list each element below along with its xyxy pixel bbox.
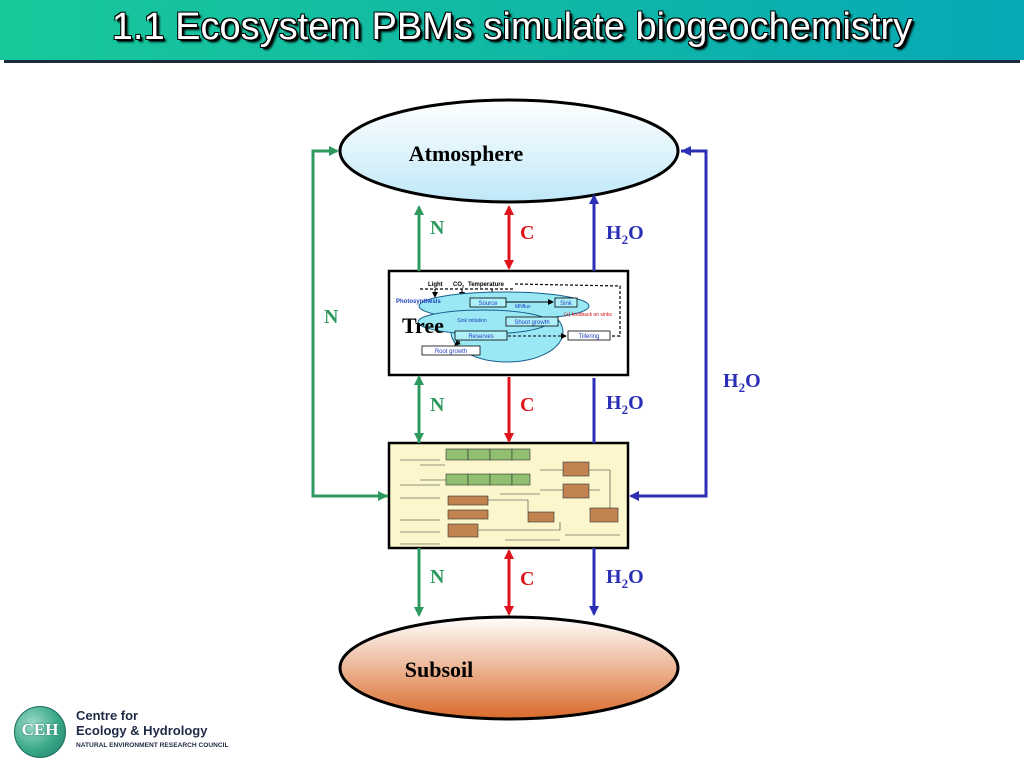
atmosphere-label: Atmosphere <box>409 141 524 166</box>
nitrogen-flows <box>311 146 424 617</box>
logo-line1: Centre for <box>76 708 139 723</box>
tree-model-root-growth: Root growth <box>435 349 467 355</box>
subsoil-label: Subsoil <box>405 657 474 682</box>
title-bar <box>0 0 1024 60</box>
soil-model-diagram <box>400 448 620 545</box>
logo-acronym: CEH <box>21 720 59 739</box>
logo-line2: Ecology & Hydrology <box>76 723 208 738</box>
c-label-top: C <box>520 222 534 244</box>
c-label-middle: C <box>520 394 534 416</box>
tree-model-sink: Sink <box>560 301 573 307</box>
tree-model-tillering: Tillering <box>579 334 600 340</box>
tree-model-photosynthesis: Photosynthesis <box>396 299 441 305</box>
h2o-label-side: H2O <box>723 370 761 395</box>
tree-model-reserves: Reserves <box>468 334 493 340</box>
tree-model-mnflux: MNflux <box>515 304 531 310</box>
tree-model-co2: CO2 <box>453 282 465 289</box>
soil-node <box>387 441 630 550</box>
slide-title: 1.1 Ecosystem PBMs simulate biogeochemis… <box>111 6 913 48</box>
title-underline <box>4 60 1020 63</box>
h2o-label-bottom: H2O <box>606 566 644 591</box>
tree-model-shoot-growth: Shoot growth <box>514 320 549 326</box>
atmosphere-node <box>338 98 680 204</box>
logo-emblem-icon <box>14 706 66 758</box>
tree-label: Tree <box>402 313 444 338</box>
h2o-label-middle: H2O <box>606 392 644 417</box>
logo-line3: NATURAL ENVIRONMENT RESEARCH COUNCIL <box>76 742 229 749</box>
tree-model-temperature: Temperature <box>468 282 505 288</box>
c-label-bottom: C <box>520 568 534 590</box>
tree-node: Light CO2 Temperature Photosynthesis Sou… <box>387 269 630 377</box>
tree-model-source: Source <box>478 301 498 307</box>
n-label-bottom: N <box>430 566 445 588</box>
h2o-cycle-arrow <box>629 149 708 501</box>
tree-model-diagram: Light CO2 Temperature Photosynthesis Sou… <box>396 282 621 363</box>
n-label-middle: N <box>430 394 445 416</box>
n-label-side: N <box>324 306 339 328</box>
tree-model-sink-initiation: Sink initiation <box>457 318 487 324</box>
flow-labels: N C H2O N H2O N C H2O N C H2O <box>324 217 761 591</box>
subsoil-node <box>338 615 680 721</box>
ceh-logo: CEH Centre for Ecology & Hydrology NATUR… <box>14 706 254 758</box>
h2o-label-top: H2O <box>606 222 644 247</box>
water-flows <box>589 146 708 616</box>
n-label-top: N <box>430 217 445 239</box>
tree-model-feedback: (+) feedback on sinks <box>564 312 612 318</box>
tree-model-light: Light <box>428 282 443 288</box>
